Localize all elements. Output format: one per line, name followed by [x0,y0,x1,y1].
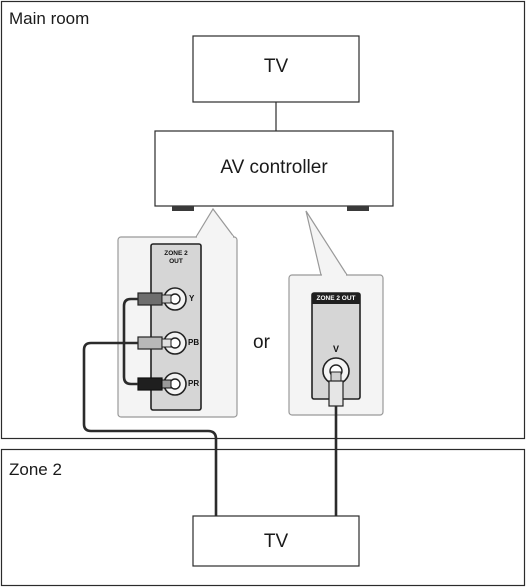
jack-label-v: V [332,344,339,354]
main-room-boundary [0,0,526,440]
jack-label-y: Y [189,294,195,303]
component-header-line2: OUT [169,258,183,265]
tv-main-box [192,35,360,103]
zone2-boundary [0,448,526,587]
plug-pb [137,336,172,350]
or-label: or [253,332,270,353]
zone2-label: Zone 2 [9,460,62,479]
plug-y [137,292,172,306]
composite-header: ZONE 2 OUT [316,295,356,302]
av-controller-box [154,130,394,207]
component-jack-plate [150,243,202,411]
composite-panel-callout [305,210,348,276]
component-header-line1: ZONE 2 [164,250,188,257]
cable-pb-to-zone2-tv [82,341,218,516]
main-room-label: Main room [9,9,90,28]
av-controller-foot-left [172,206,194,211]
av-controller-foot-right [347,206,369,211]
composite-header-bar [312,293,360,304]
plug-pr [137,377,172,391]
tv-zone2-label: TV [263,531,289,552]
tv-main-label: TV [263,56,289,77]
component-panel-callout [195,207,235,238]
plug-v [328,371,344,407]
jack-label-pb: PB [188,338,200,347]
av-controller-label: AV controller [220,157,328,178]
jack-label-pr: PR [188,379,200,388]
tv-zone2-box [192,515,360,567]
jack-y [163,287,187,311]
cable-y [122,297,138,386]
